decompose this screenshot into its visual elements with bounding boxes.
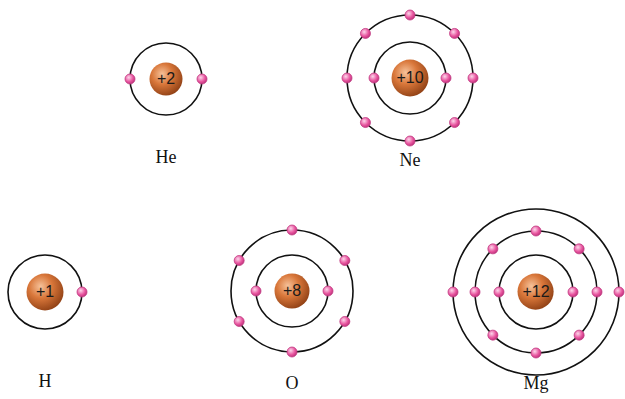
electron-shell: [499, 255, 573, 329]
electron-dot: [592, 287, 602, 297]
electron-dot: [494, 287, 504, 297]
atom-model: H+1: [0, 247, 90, 337]
nuclear-charge: +1: [36, 284, 54, 300]
electron-dot: [441, 73, 451, 83]
electron-dot: [251, 286, 261, 296]
electron-shell: [475, 231, 597, 353]
nucleus-ball: [392, 60, 429, 97]
electron-dot: [342, 73, 352, 83]
nuclear-charge: +8: [283, 283, 301, 299]
electron-dot: [405, 136, 415, 146]
electron-dot: [450, 118, 460, 128]
electron-dot: [340, 317, 350, 327]
electron-dot: [360, 118, 370, 128]
electron-dot: [574, 244, 584, 254]
element-symbol: O: [286, 374, 299, 394]
electron-dot: [568, 287, 578, 297]
nuclear-charge: +2: [157, 71, 175, 87]
nucleus-circle: +1: [26, 273, 64, 311]
electron-dot: [323, 286, 333, 296]
electron-dot: [234, 256, 244, 266]
electron-shell: [347, 15, 473, 141]
electron-shell: [130, 43, 202, 115]
electron-dot: [287, 347, 297, 357]
nucleus-circle: +2: [149, 62, 183, 96]
electron-shell: [231, 230, 353, 352]
atom-model: He+2: [122, 35, 210, 123]
electron-dot: [197, 74, 207, 84]
electron-dot: [488, 330, 498, 340]
atom-model: Mg+12: [445, 201, 625, 383]
nucleus-ball: [518, 274, 554, 310]
electron-dot: [360, 28, 370, 38]
electron-dot: [468, 73, 478, 83]
nucleus-circle: +10: [391, 59, 429, 97]
electron-dot: [369, 73, 379, 83]
element-symbol: Ne: [400, 151, 421, 171]
electron-dot: [234, 317, 244, 327]
nucleus-ball: [275, 274, 310, 309]
electron-shell: [256, 255, 328, 327]
electron-dot: [470, 287, 480, 297]
electron-dot: [448, 287, 458, 297]
electron-dot: [450, 28, 460, 38]
nucleus-ball: [150, 63, 183, 96]
electron-dot: [287, 225, 297, 235]
electron-shell: [453, 209, 619, 375]
nucleus-circle: +12: [517, 273, 554, 310]
electron-dot: [125, 74, 135, 84]
electron-dot: [614, 287, 624, 297]
electron-dot: [574, 330, 584, 340]
nucleus-circle: +8: [274, 273, 310, 309]
electron-dot: [405, 10, 415, 20]
nuclear-charge: +12: [522, 284, 549, 300]
electron-dot: [488, 244, 498, 254]
element-symbol: Mg: [523, 374, 548, 394]
element-symbol: H: [39, 372, 52, 392]
nuclear-charge: +10: [396, 70, 423, 86]
electron-dot: [531, 348, 541, 358]
atom-model: Ne+10: [339, 7, 481, 149]
atom-model: O+8: [223, 222, 361, 360]
electron-shell: [8, 255, 82, 329]
electron-dot: [531, 226, 541, 236]
element-symbol: He: [156, 148, 177, 168]
electron-dot: [340, 256, 350, 266]
electron-dot: [77, 287, 87, 297]
electron-shell: [374, 42, 446, 114]
nucleus-ball: [27, 274, 64, 311]
